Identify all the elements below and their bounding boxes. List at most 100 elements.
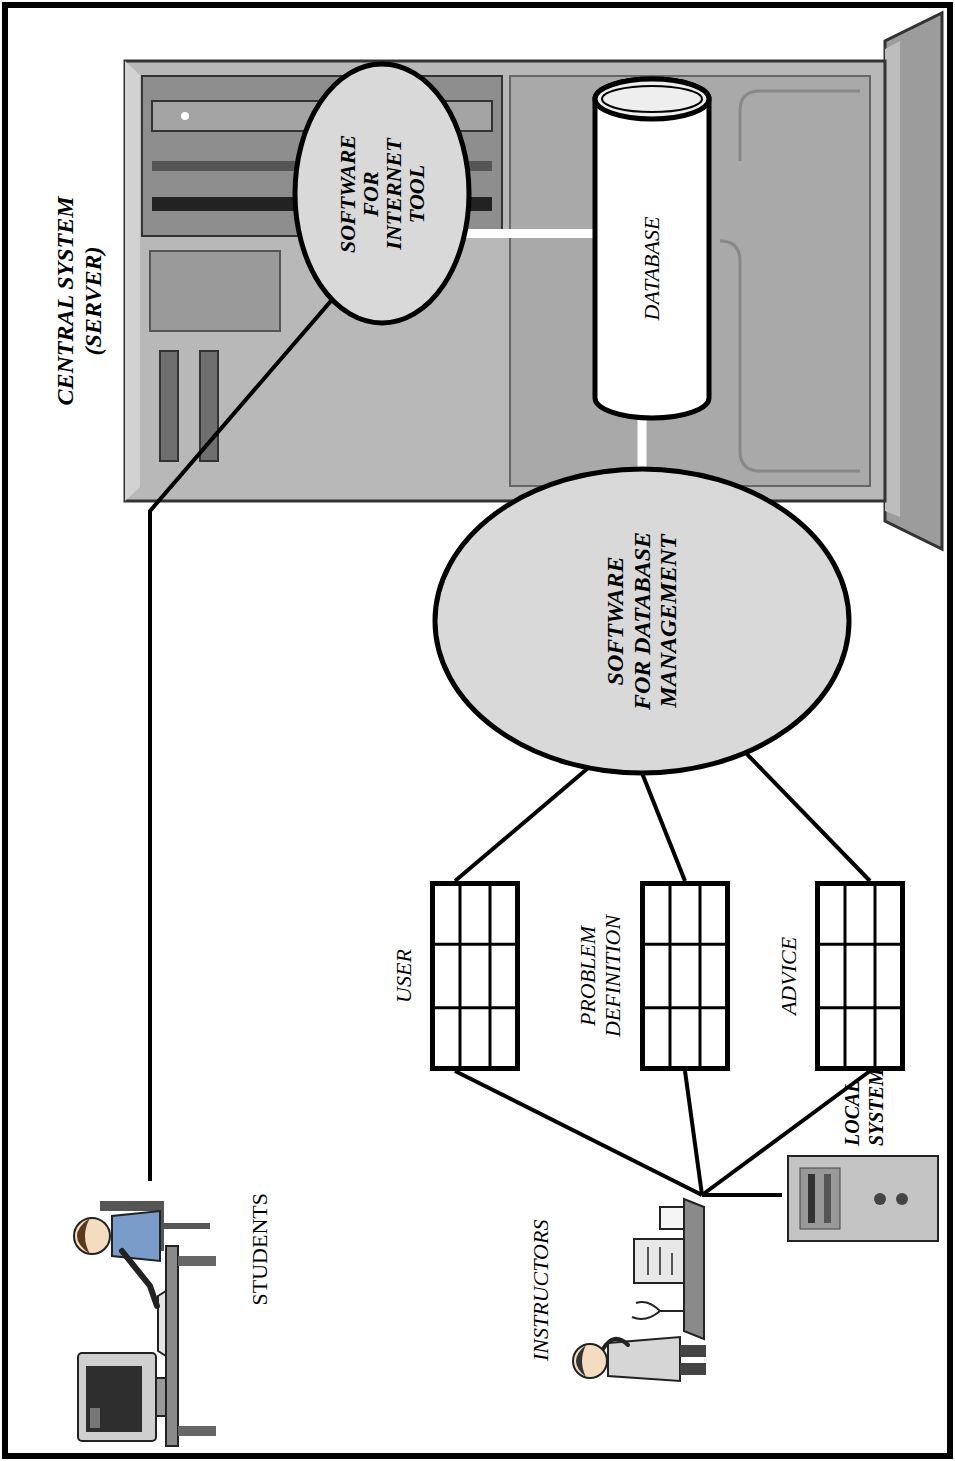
drive-slot <box>200 351 218 461</box>
table-rule <box>844 881 847 1071</box>
server-group: CENTRAL SYSTEM (SERVER) SOFTWARE FOR INTE… <box>52 61 885 501</box>
table-rule <box>640 943 730 946</box>
student-head <box>74 1218 110 1254</box>
table-grid <box>815 881 905 1071</box>
pc-drive-panel <box>800 1168 840 1229</box>
node-label: PROBLEM DEFINITION <box>575 881 626 1071</box>
instructor-arm <box>603 1339 628 1349</box>
server-base-top <box>885 41 900 517</box>
table-graphic <box>815 881 905 1071</box>
desk <box>166 1246 178 1446</box>
database-cylinder: DATABASE <box>592 76 712 421</box>
ellipse-shape <box>295 65 469 324</box>
table-rule <box>430 943 520 946</box>
cylinder-body <box>595 79 709 418</box>
node-label: LOCAL SYSTEM <box>840 1046 888 1146</box>
table-graphic <box>640 881 730 1071</box>
drive-slot <box>160 351 178 461</box>
desk-leg <box>178 1256 216 1266</box>
software-ellipse: SOFTWARE FOR INTERNET TOOL <box>292 62 472 327</box>
monitor <box>78 1353 156 1441</box>
plant <box>632 1302 684 1319</box>
data-table: USER <box>391 881 520 1071</box>
chair-back <box>100 1201 162 1211</box>
table-rule <box>430 1006 520 1009</box>
pc-drive-slot <box>808 1174 815 1223</box>
student-hair <box>77 1218 90 1254</box>
lower-panel <box>510 76 870 486</box>
data-table: ADVICE <box>776 881 905 1071</box>
cylinder-cap <box>595 79 709 119</box>
connector-line <box>685 1071 702 1195</box>
table-rule <box>640 1006 730 1009</box>
table-grid <box>640 881 730 1071</box>
instructors-figure: INSTRUCTORS <box>525 1195 710 1401</box>
node-label: ADVICE <box>776 881 801 1071</box>
connector-line <box>455 768 588 881</box>
table-border <box>642 884 727 1069</box>
connector-line <box>150 300 332 1181</box>
connector-line <box>746 753 871 881</box>
page-frame <box>5 5 950 1456</box>
connector-line <box>702 1193 782 1197</box>
monitor-stand <box>156 1378 166 1416</box>
table-border <box>433 884 518 1069</box>
table-rule <box>815 943 905 946</box>
node-label: CENTRAL SYSTEM (SERVER) <box>52 171 107 431</box>
keyboard <box>158 1291 166 1356</box>
monitor-screen <box>86 1366 142 1432</box>
node-label: INSTRUCTORS <box>525 1195 554 1401</box>
table-graphic <box>430 881 520 1071</box>
chair-leg <box>164 1223 210 1229</box>
front-panel <box>150 251 280 331</box>
instructor-coat <box>608 1337 680 1381</box>
table-rule <box>815 1006 905 1009</box>
pc-drive-slot <box>824 1174 831 1223</box>
student-arm <box>122 1251 157 1306</box>
desk-leg <box>178 1426 216 1436</box>
table-rule <box>489 881 492 1071</box>
table-rule <box>874 881 877 1071</box>
server-tower <box>125 61 885 501</box>
connector-line <box>465 229 595 238</box>
pc-button <box>874 1193 886 1205</box>
panel-groove <box>740 91 860 161</box>
screen-glare <box>90 1408 100 1428</box>
instructor-leg <box>680 1345 706 1357</box>
node-label: SOFTWARE FOR DATABASE MANAGEMENT <box>602 531 681 711</box>
pc-button <box>896 1193 908 1205</box>
node-label: USER <box>391 881 416 1071</box>
node-label: SOFTWARE FOR INTERNET TOOL <box>336 127 428 262</box>
drive-light <box>181 112 189 120</box>
node-label: STUDENTS <box>247 1181 273 1446</box>
instructor-hair <box>576 1345 586 1377</box>
server-bevel <box>125 61 140 501</box>
students-figure: STUDENTS <box>68 1181 273 1446</box>
data-table: PROBLEM DEFINITION <box>575 881 730 1071</box>
table-rule <box>698 881 701 1071</box>
table-border <box>818 884 903 1069</box>
connector-line <box>642 773 685 881</box>
chair-seat <box>155 1201 164 1251</box>
paper-bag <box>634 1239 684 1283</box>
ellipse-shape <box>435 469 849 773</box>
instructor-desk <box>684 1199 704 1339</box>
instructor-head <box>573 1344 607 1378</box>
local-pc <box>788 1156 938 1241</box>
panel-groove <box>720 241 860 471</box>
table-grid <box>430 881 520 1071</box>
local-system-figure: LOCAL SYSTEM <box>782 1046 942 1246</box>
table-rule <box>459 881 462 1071</box>
connector-line <box>455 1071 702 1195</box>
connector-line <box>638 417 647 469</box>
server-base <box>885 13 942 549</box>
student-body <box>112 1211 160 1261</box>
paper-lines <box>648 1247 672 1275</box>
node-label: DATABASE <box>639 177 665 321</box>
table-rule <box>668 881 671 1071</box>
paper-stack <box>660 1207 684 1229</box>
software-ellipse: SOFTWARE FOR DATABASE MANAGEMENT <box>432 466 852 776</box>
